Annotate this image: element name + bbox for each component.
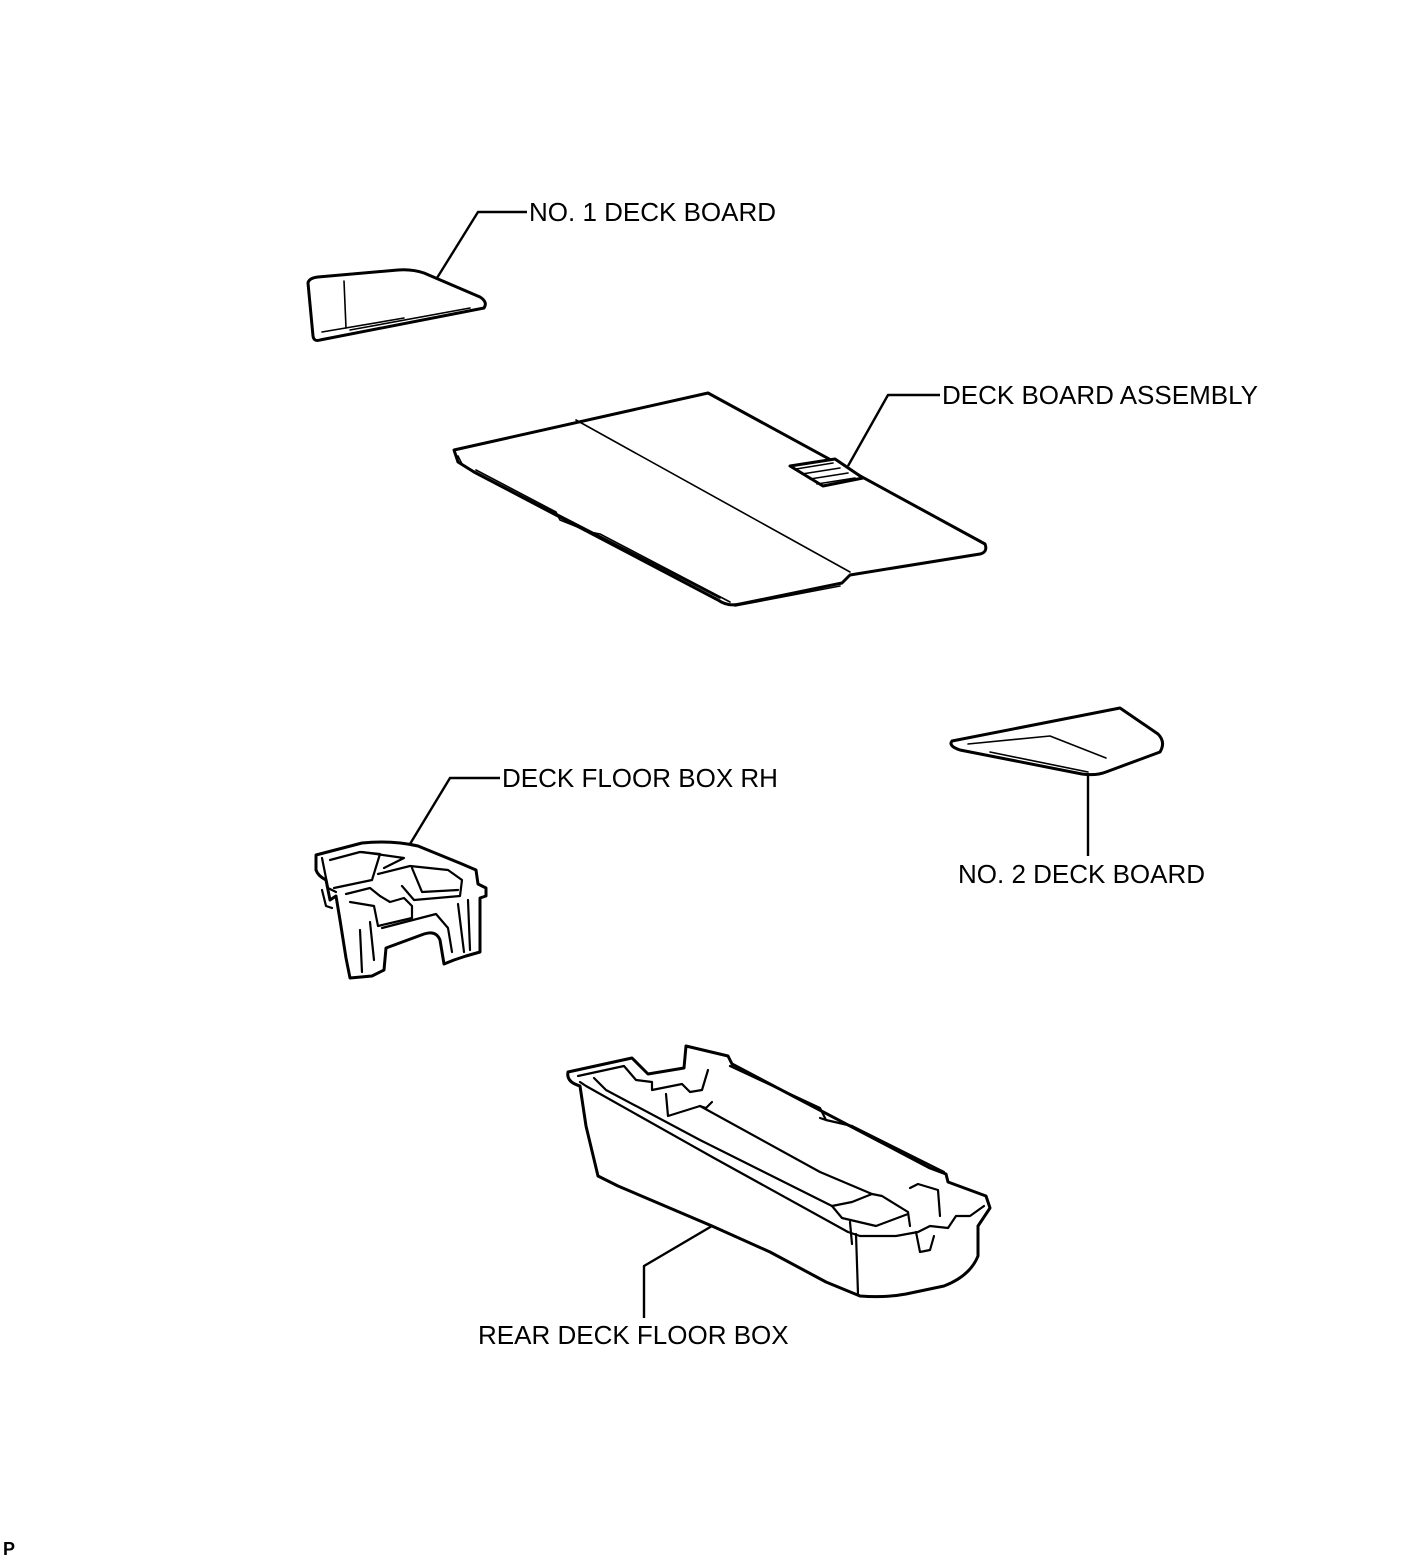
deck-floor-box-rh-leader <box>408 776 500 845</box>
rear-deck-floor-box-leader <box>642 1224 713 1318</box>
corner-mark: P <box>3 1539 16 1559</box>
no2-deck-board-part <box>949 706 1165 777</box>
label-rear-deck-floor-box: REAR DECK FLOOR BOX <box>478 1320 789 1350</box>
no1-deck-board-part <box>306 268 487 342</box>
label-deck-floor-box-rh: DECK FLOOR BOX RH <box>502 763 778 793</box>
label-no1-deck-board: NO. 1 DECK BOARD <box>529 197 777 227</box>
deck-board-assembly-leader <box>846 393 940 467</box>
label-deck-board-assembly: DECK BOARD ASSEMBLY <box>942 380 1258 410</box>
deck-floor-box-rh-part <box>314 840 488 980</box>
no1-deck-board-leader <box>435 210 527 279</box>
deck-board-assembly-part <box>452 391 988 607</box>
label-no2-deck-board: NO. 2 DECK BOARD <box>958 859 1206 889</box>
rear-deck-floor-box-part <box>566 1044 992 1299</box>
